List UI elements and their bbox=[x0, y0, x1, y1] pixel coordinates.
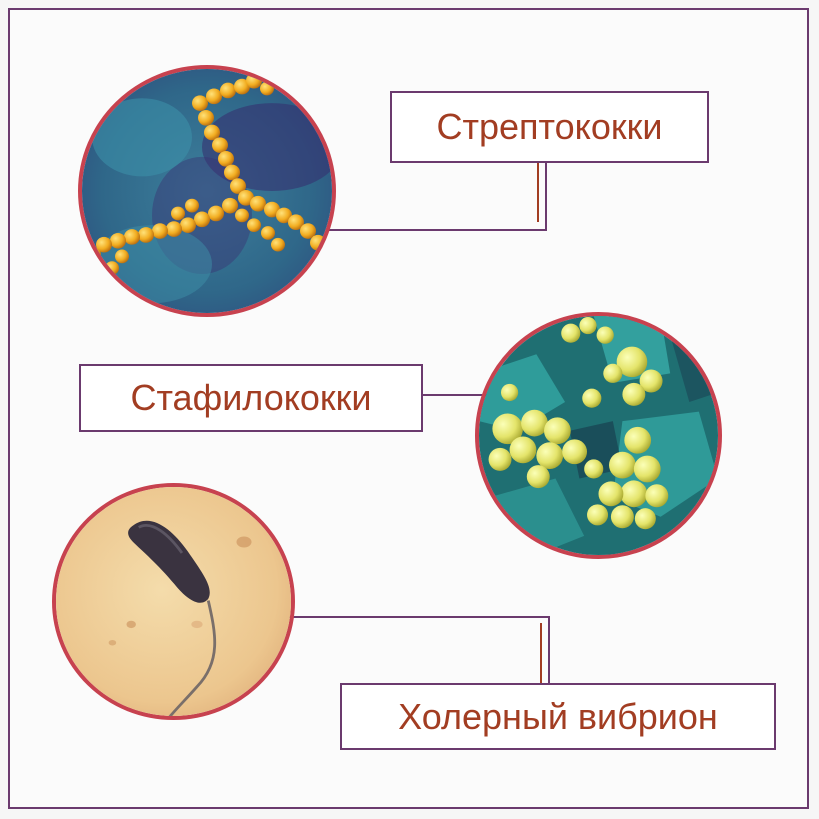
streptococci-micrograph bbox=[78, 65, 336, 317]
staphylococci-micrograph bbox=[475, 312, 722, 559]
vibrio-micrograph bbox=[52, 483, 295, 720]
staphylococci-label-text: Стафилококки bbox=[130, 377, 372, 418]
staphylococci-label: Стафилококки bbox=[79, 364, 423, 432]
streptococci-label: Стрептококки bbox=[390, 91, 709, 163]
vibrio-label-text: Холерный вибрион bbox=[398, 695, 718, 737]
vibrio-label: Холерный вибрион bbox=[340, 683, 776, 750]
streptococci-label-text: Стрептококки bbox=[436, 106, 663, 147]
